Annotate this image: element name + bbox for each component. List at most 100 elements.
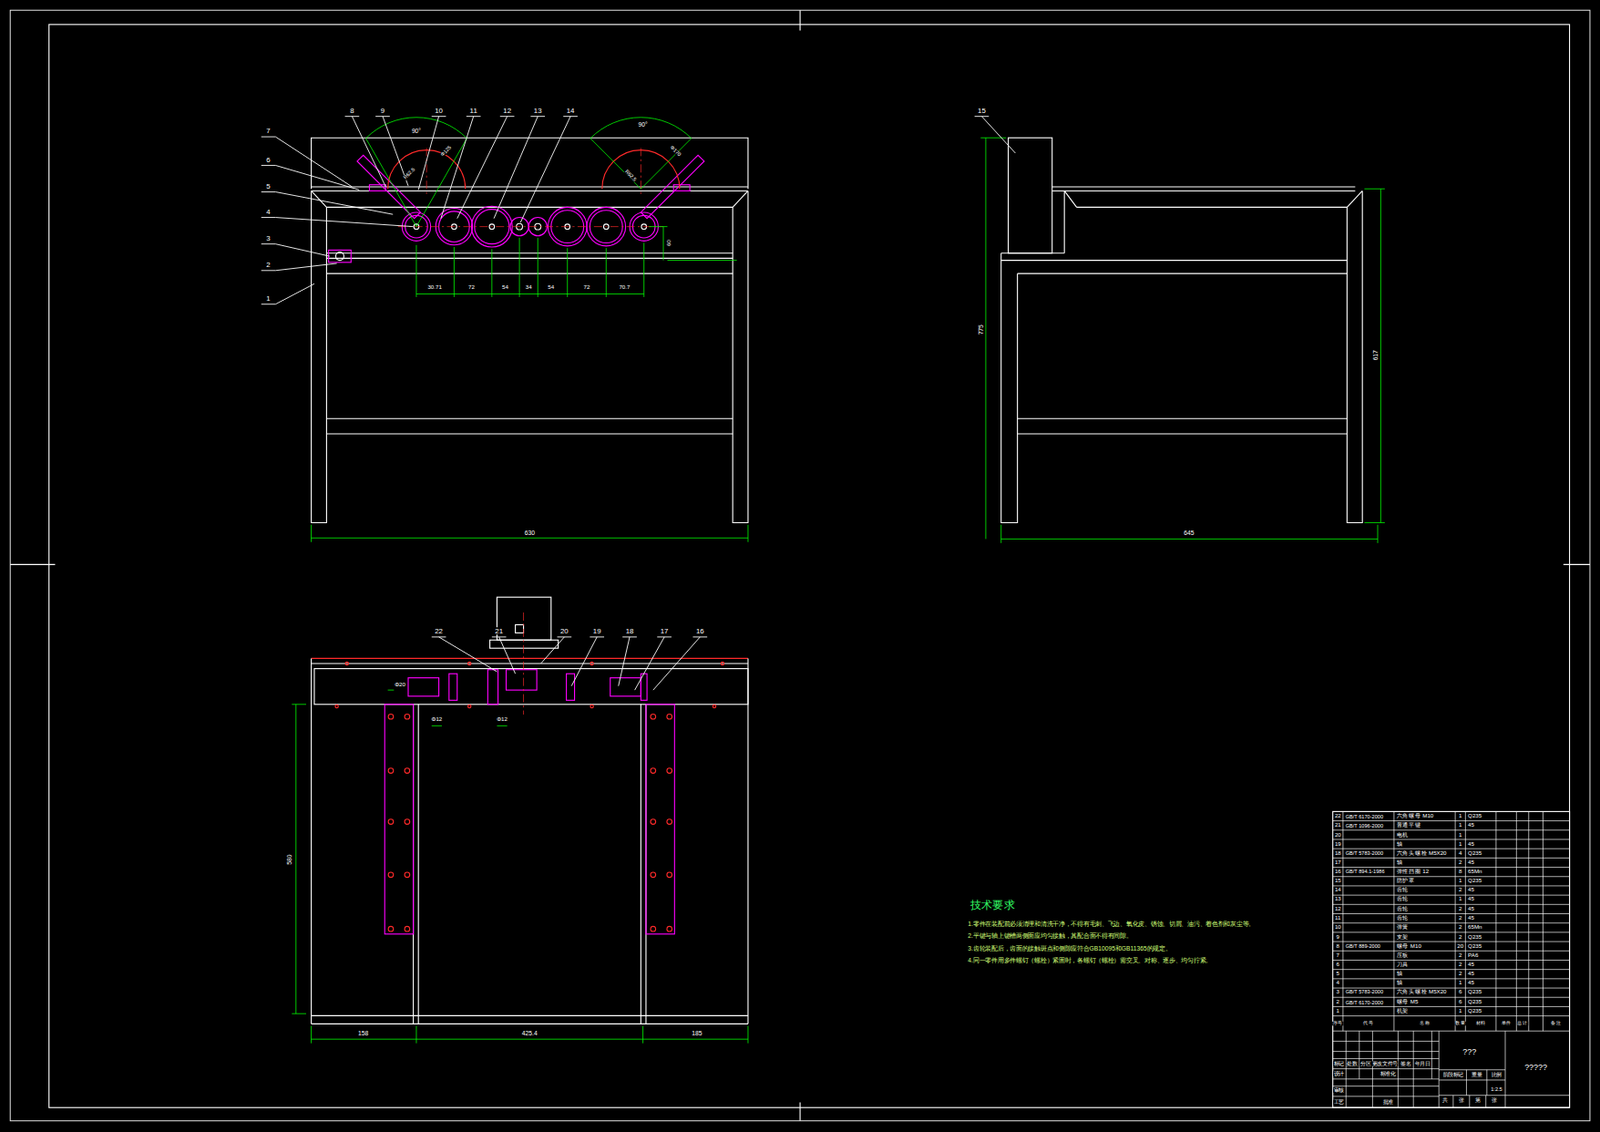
table-cell: GB/T 6170-2000 (1344, 999, 1384, 1006)
table-cell: 15 (1333, 878, 1342, 884)
title-block-text: 年月日 (1414, 1060, 1431, 1067)
note-text: 2.平键与轴上键槽两侧面应均匀接触，其配合面不得有间隙。 (967, 933, 1133, 940)
callout-number: 21 (494, 626, 504, 635)
title-block-text: 设计 (1333, 1070, 1344, 1077)
title-block-grid (1343, 810, 1544, 1031)
table-header: 单件 (1500, 1020, 1512, 1026)
callout-number: 16 (695, 626, 705, 635)
table-cell: 2 (1457, 905, 1463, 912)
table-cell: 六角头螺栓 M5X20 (1395, 850, 1447, 856)
callout-number: 7 (266, 126, 271, 134)
table-cell: 8 (1335, 943, 1341, 949)
drawing-number: ????? (1524, 1063, 1549, 1072)
shaft-assembly (408, 677, 440, 697)
table-cell: 12 (1333, 905, 1342, 912)
bolt-hole (404, 768, 411, 774)
table-cell: 防护罩 (1395, 878, 1416, 884)
dimension-value: 34 (524, 285, 533, 291)
callout-number: 8 (349, 106, 355, 114)
table-cell: 2 (1457, 924, 1463, 931)
table-cell: 压板 (1395, 952, 1410, 958)
table-cell: 六角螺母 M10 (1395, 812, 1435, 819)
front-view (311, 190, 749, 523)
bolt-hole (712, 704, 716, 708)
table-cell: 13 (1333, 896, 1342, 903)
dimension-value: 580 (287, 853, 294, 865)
plan-view (490, 639, 559, 648)
dimension-value: R62.5 (624, 168, 638, 183)
table-cell: 18 (1333, 850, 1342, 856)
dimension-value: 185 (691, 1029, 703, 1036)
bolt-hole (468, 661, 472, 665)
table-cell: 轴 (1395, 859, 1404, 865)
callout-number: 6 (266, 155, 271, 164)
table-cell: 10 (1333, 924, 1342, 931)
bolt-hole (650, 768, 657, 774)
leader-line (431, 636, 708, 690)
dimension-value: 775 (977, 324, 985, 336)
dimension-line (366, 138, 692, 227)
table-cell: 11 (1334, 915, 1343, 922)
title-block-text: 重量 (1470, 1072, 1482, 1078)
dimension-value: 60 (666, 239, 673, 247)
table-cell: 1 (1457, 812, 1463, 819)
table-cell: 电机 (1395, 831, 1410, 838)
dimension-line (648, 226, 737, 261)
table-cell: 弹簧 (1395, 924, 1410, 931)
table-cell: 刀具 (1395, 961, 1410, 967)
table-cell: 1 (1335, 1007, 1341, 1014)
sheet-border (10, 10, 1590, 1121)
dimension-value: 90° (637, 121, 648, 128)
table-cell: 5 (1335, 971, 1341, 977)
table-cell: 普通平键 (1395, 822, 1422, 829)
table-cell: 2 (1457, 971, 1463, 977)
table-cell: 45 (1467, 961, 1476, 967)
table-cell: 支架 (1395, 933, 1410, 940)
sheet-border (10, 10, 1590, 1121)
title-block-grid (1345, 1030, 1432, 1108)
plan-view (314, 668, 749, 705)
plan-view (311, 662, 749, 664)
title-block-text: 比例 (1490, 1072, 1502, 1078)
title-block-text: 审核 (1333, 1087, 1344, 1093)
cutter-disk (398, 225, 664, 227)
table-cell: 45 (1467, 971, 1476, 977)
plan-view (311, 657, 749, 1024)
title-block-text: 更改文件号 (1371, 1060, 1398, 1067)
bolt-hole (650, 871, 657, 878)
dimension-line (1001, 524, 1378, 544)
dimension-value: 90° (410, 127, 421, 134)
dimension-value: Φ12 (496, 717, 509, 723)
table-cell: 19 (1333, 841, 1342, 847)
table-cell: 45 (1467, 841, 1476, 847)
side-view (1064, 190, 1363, 523)
title-block-text: 阶段标记 (1442, 1072, 1465, 1078)
shaft-assembly (449, 673, 458, 700)
table-header: 备注 (1550, 1020, 1562, 1026)
table-cell: GB/T 5783-2000 (1344, 850, 1384, 856)
bolt-hole (650, 713, 657, 719)
table-cell: 螺母 M5 (1395, 998, 1419, 1005)
table-cell: 14 (1333, 887, 1342, 893)
sheet-border (49, 24, 1570, 1108)
table-cell: 1 (1457, 841, 1463, 847)
table-cell: 6 (1457, 989, 1463, 995)
callout-number: 9 (379, 106, 385, 114)
table-cell: 轴 (1395, 980, 1404, 986)
table-cell: PA6 (1467, 952, 1479, 958)
dimension-line (311, 117, 749, 543)
table-cell: GB/T 894.1-1986 (1344, 869, 1385, 875)
title-block-text: 处数 (1346, 1060, 1358, 1067)
callout-number: 19 (592, 626, 602, 635)
bolt-hole (388, 925, 394, 932)
plan-view (311, 596, 749, 1024)
table-cell: 65Mn (1467, 924, 1484, 931)
sheet-border (10, 10, 1590, 1121)
dimension-value: Φ125 (439, 143, 453, 158)
dimension-value: Φ170 (668, 143, 683, 158)
table-cell: 螺母 M10 (1395, 943, 1422, 949)
dimension-line (291, 704, 307, 1014)
title-block-text: 标记 (1333, 1060, 1344, 1067)
plan-view (496, 596, 551, 640)
dimension-value: 617 (1372, 349, 1379, 361)
